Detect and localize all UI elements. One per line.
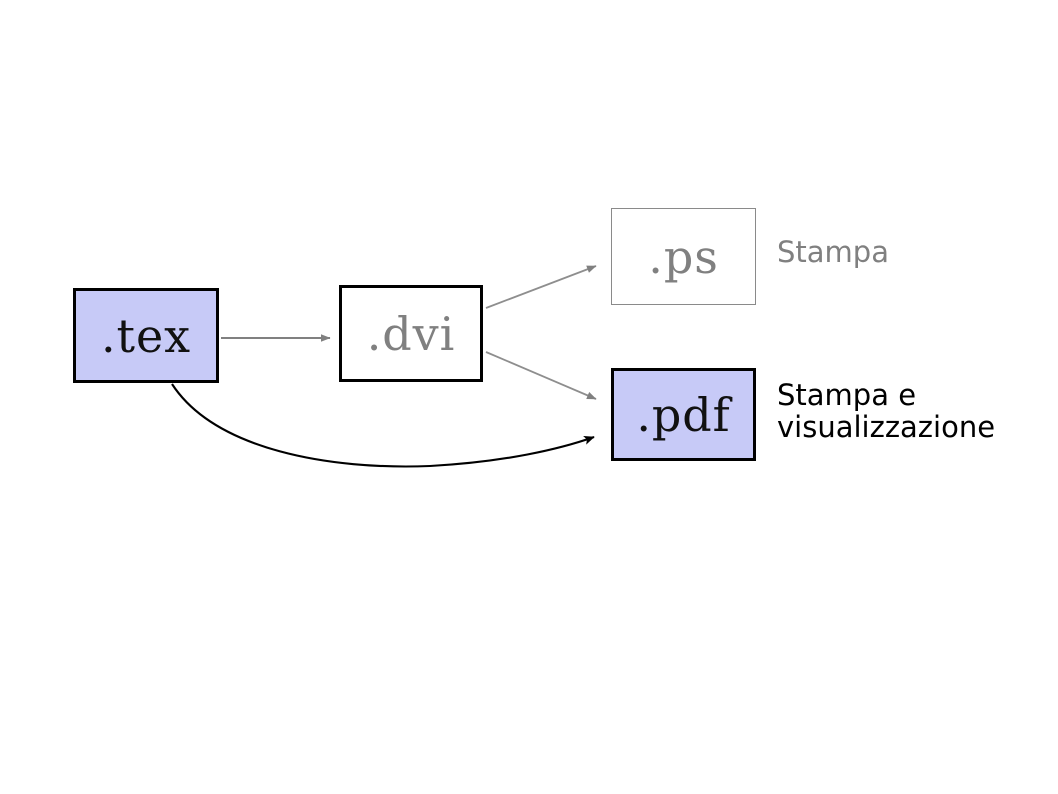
- node-tex[interactable]: .tex: [73, 288, 219, 383]
- edge-dvi-to-pdf: [485, 351, 597, 400]
- node-ps[interactable]: .ps: [611, 208, 756, 305]
- node-dvi[interactable]: .dvi: [339, 285, 483, 382]
- node-pdf[interactable]: .pdf: [611, 368, 756, 461]
- node-pdf-label: .pdf: [636, 387, 731, 442]
- annotation-stampa-visualizzazione: Stampa e visualizzazione: [777, 378, 996, 445]
- edge-dvi-to-ps: [485, 265, 597, 309]
- edge-tex-to-pdf: [171, 383, 595, 468]
- node-ps-label: .ps: [648, 229, 719, 284]
- node-tex-label: .tex: [101, 308, 191, 363]
- node-dvi-label: .dvi: [366, 306, 456, 361]
- annotation-stampa: Stampa: [777, 235, 889, 269]
